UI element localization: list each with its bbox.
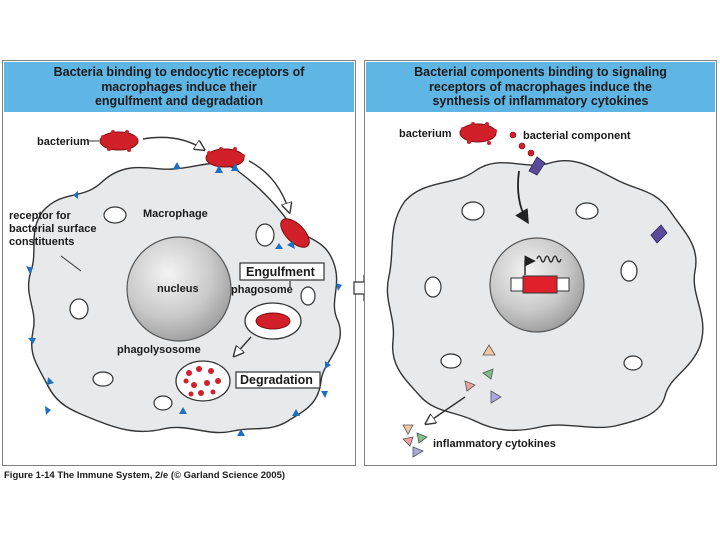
motion-arrow: [142, 136, 203, 149]
receptor: [179, 407, 187, 414]
receptor: [45, 406, 51, 415]
receptor: [231, 163, 239, 171]
gene-coding-region: [522, 275, 558, 294]
bacterial-component: [518, 142, 526, 150]
receptor: [28, 338, 36, 344]
vacuole: [300, 286, 316, 306]
figure-caption: Figure 1-14 The Immune System, 2/e (© Ga…: [4, 470, 286, 481]
receptor: [237, 429, 245, 436]
cytokine: [464, 380, 476, 392]
vacuole: [92, 371, 114, 387]
left-diagram: nucleus: [9, 130, 342, 436]
vacuole: [575, 202, 599, 220]
secretion-arrow: [427, 396, 466, 423]
macrophage-label: Macrophage: [143, 208, 208, 220]
inflammatory-cytokines-label: inflammatory cytokines: [433, 438, 556, 450]
bacterial-component: [509, 131, 517, 139]
vacuole: [623, 355, 643, 371]
gene-left-segment: [510, 277, 524, 292]
right-title-line-1: Bacterial components binding to signalin…: [414, 65, 667, 80]
vacuole: [255, 223, 275, 247]
receptor: [173, 162, 181, 169]
phagosome-label: phagosome: [231, 284, 293, 296]
cytokine: [416, 432, 428, 444]
receptor: [47, 377, 54, 385]
cytokine: [412, 446, 424, 458]
gene-right-segment: [556, 277, 570, 292]
receptor-label-3: constituents: [9, 236, 74, 248]
cytokine: [482, 344, 496, 356]
receptor: [275, 243, 283, 249]
receptor: [325, 361, 331, 369]
receptor-label-2: bacterial surface: [9, 223, 96, 235]
left-panel-title: Bacteria binding to endocytic receptors …: [4, 62, 354, 112]
degradation-arrow: [235, 336, 252, 355]
right-panel-title: Bacterial components binding to signalin…: [366, 62, 715, 112]
right-diagram: bacterium bacterial component inflammato…: [386, 122, 704, 458]
receptor: [73, 191, 78, 199]
vacuole: [153, 395, 173, 411]
left-title-line-2: macrophages induce their: [101, 79, 257, 94]
receptor: [292, 409, 300, 416]
signaling-arrow: [515, 170, 529, 225]
right-title-line-2: receptors of macrophages induce the: [429, 79, 652, 94]
engulf-arrow: [248, 160, 289, 211]
bacterium: [459, 122, 497, 145]
degradation-label: Degradation: [240, 373, 313, 387]
degradation-box: [235, 371, 321, 389]
right-title-line-3: synthesis of inflammatory cytokines: [432, 94, 649, 109]
receptor: [287, 241, 295, 249]
receptor: [336, 283, 342, 291]
cytokine: [490, 390, 502, 404]
receptor: [321, 391, 328, 398]
engulfment-label: Engulfment: [246, 265, 316, 279]
cytokine: [482, 368, 494, 380]
nucleus-label: nucleus: [157, 283, 199, 295]
bacterium-2: [205, 147, 245, 168]
bacterial-component: [527, 149, 535, 157]
left-title-line-3: engulfment and degradation: [94, 94, 264, 109]
vacuole: [620, 260, 638, 282]
cytokine: [402, 424, 414, 435]
vacuole: [424, 276, 442, 298]
signal-receptor: [650, 224, 668, 244]
bacterium-label: bacterium: [399, 128, 452, 140]
bacterial-component-label: bacterial component: [523, 130, 631, 142]
vacuole: [69, 298, 89, 320]
receptor-label-1: receptor for: [9, 210, 71, 222]
right-panel: Bacterial components binding to signalin…: [364, 60, 717, 466]
degraded-fragments: [183, 366, 221, 397]
receptor: [26, 266, 33, 274]
bacterium-engulfed: [255, 312, 291, 330]
cytokine: [402, 436, 414, 447]
vacuole: [440, 353, 462, 369]
bacterium-label: bacterium: [37, 136, 90, 148]
receptor: [215, 165, 223, 173]
bacterium-3: [280, 218, 310, 248]
signal-receptor: [528, 156, 546, 176]
bacterium-1: [99, 130, 139, 152]
left-title-line-1: Bacteria binding to endocytic receptors …: [53, 65, 305, 80]
nucleus: [126, 236, 232, 342]
vacuole: [103, 206, 127, 224]
left-panel: Bacteria binding to endocytic receptors …: [2, 60, 356, 466]
engulfment-box: [239, 262, 325, 281]
transcription-arrow: [524, 255, 536, 275]
phagolysosome-label: phagolysosome: [117, 344, 201, 356]
mrna-icon: [536, 255, 562, 263]
vacuole: [461, 201, 485, 221]
